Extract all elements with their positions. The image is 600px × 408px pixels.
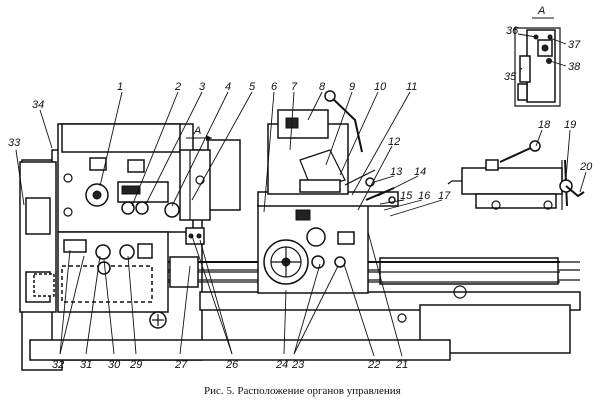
control-shaft	[185, 227, 205, 245]
callout-11: 11	[406, 81, 417, 93]
callout-17: 17	[438, 190, 451, 202]
section-marker: А	[193, 125, 201, 137]
tailstock	[447, 140, 585, 210]
view-a-label: А	[537, 5, 545, 17]
callout-29: 29	[129, 359, 142, 371]
callout-20: 20	[579, 161, 593, 173]
callout-10: 10	[374, 81, 387, 93]
callout-22: 22	[367, 359, 380, 371]
callout-30: 30	[108, 359, 121, 371]
callout-24: 24	[275, 359, 288, 371]
callout-19: 19	[564, 119, 576, 131]
section-arrow-a: А	[186, 125, 212, 141]
callout-38: 38	[568, 61, 581, 73]
callout-4: 4	[225, 81, 231, 93]
callout-7: 7	[291, 81, 298, 93]
callout-15: 15	[400, 190, 413, 202]
callout-5: 5	[249, 81, 256, 93]
callout-32: 32	[52, 359, 64, 371]
callout-21: 21	[395, 359, 408, 371]
callout-23: 23	[291, 359, 305, 371]
callout-6: 6	[271, 81, 278, 93]
detail-view-a: А	[514, 5, 561, 107]
callout-8: 8	[319, 81, 326, 93]
callout-34: 34	[32, 99, 44, 111]
callout-27: 27	[174, 359, 188, 371]
callout-14: 14	[414, 166, 426, 178]
callout-2: 2	[174, 81, 181, 93]
callout-numbers: 1 2 3 4 5 6 7 8 9 10 11 12 13 14 15 16 1…	[8, 25, 593, 371]
callout-9: 9	[349, 81, 355, 93]
callout-37: 37	[568, 39, 581, 51]
callout-36: 36	[506, 25, 519, 37]
callout-1: 1	[117, 81, 123, 93]
callout-18: 18	[538, 119, 551, 131]
figure-caption: Рис. 5. Расположение органов управления	[204, 385, 401, 397]
callout-13: 13	[390, 166, 403, 178]
callout-35: 35	[504, 71, 517, 83]
callout-3: 3	[199, 81, 206, 93]
callout-33: 33	[8, 137, 21, 149]
leader-lines	[15, 33, 587, 357]
motor-cover	[179, 139, 241, 221]
cross-slide	[257, 90, 399, 207]
callout-31: 31	[80, 359, 92, 371]
headstock	[57, 123, 194, 233]
callout-26: 26	[225, 359, 239, 371]
callout-12: 12	[388, 136, 400, 148]
callout-16: 16	[418, 190, 431, 202]
apron	[257, 204, 369, 294]
